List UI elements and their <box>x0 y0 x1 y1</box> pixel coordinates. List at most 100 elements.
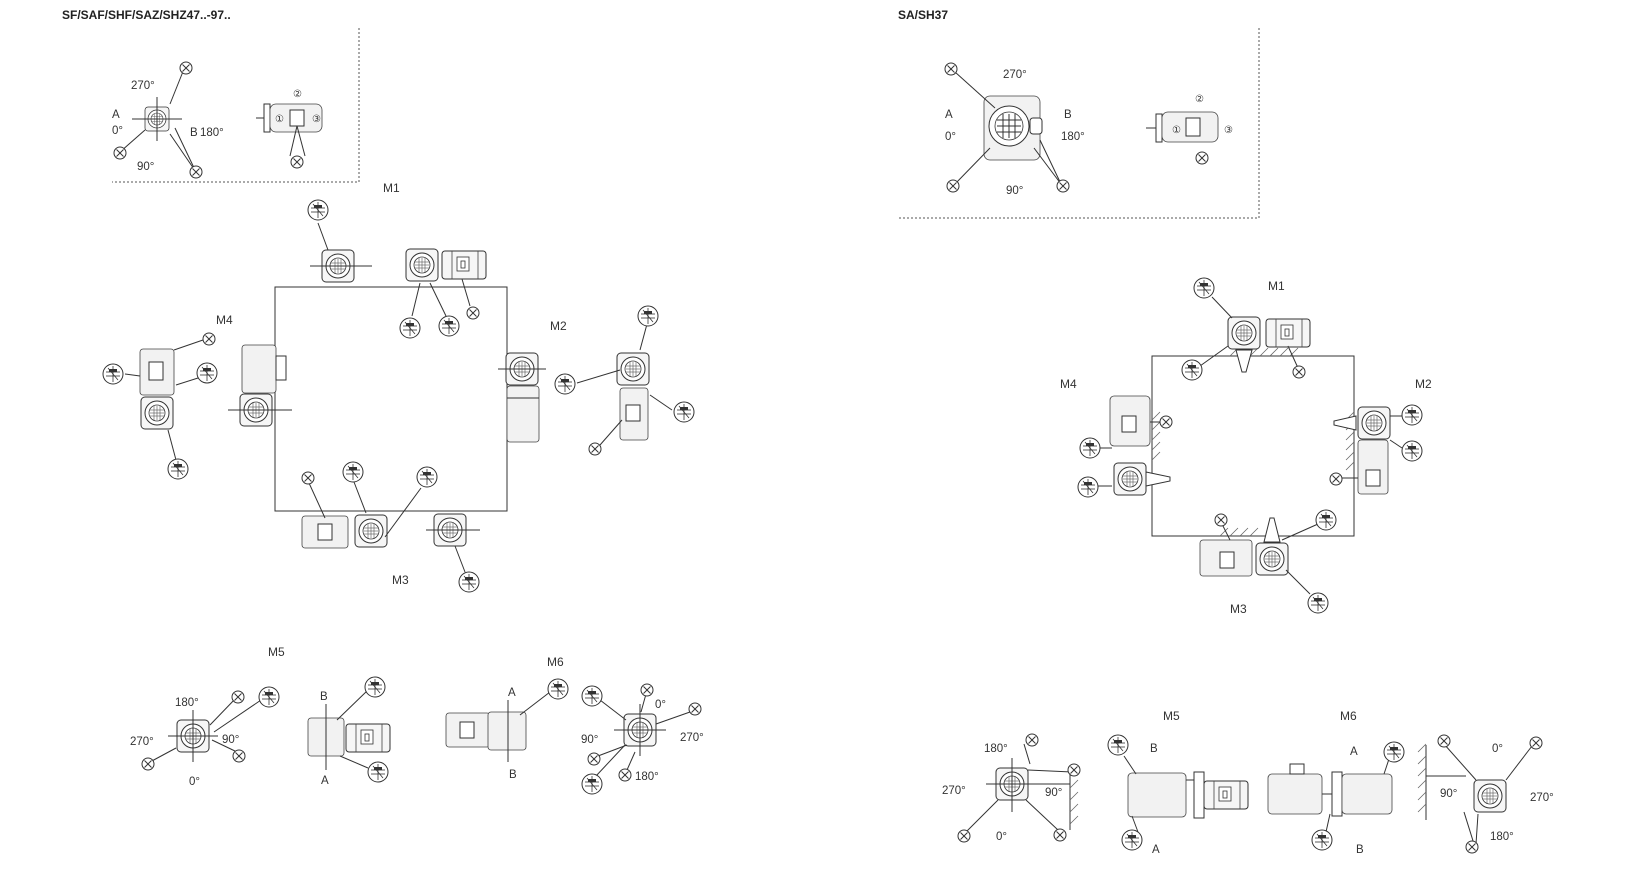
position-a-label: A <box>945 109 953 121</box>
position-a-label: A <box>1152 844 1160 856</box>
angle-0-label: 0° <box>945 131 956 143</box>
terminal-box-x-icon <box>189 165 203 179</box>
terminal-box-x-icon <box>1067 763 1081 777</box>
position-a-label: A <box>112 109 120 121</box>
angle-180-label: 180° <box>984 743 1008 755</box>
left-m4-group <box>102 332 292 480</box>
terminal-box-x-icon <box>1056 179 1070 193</box>
position-m2-label: M2 <box>1415 377 1432 391</box>
angle-0-label: 0° <box>112 125 123 137</box>
left-panel: SF/SAF/SHF/SAZ/SHZ47..-97.. 270° A 0° B … <box>62 8 704 795</box>
hatched-marker-icon <box>1315 509 1337 531</box>
terminal-box-x-icon <box>957 829 971 843</box>
right-panel-title: SA/SH37 <box>898 8 948 22</box>
terminal-box-x-icon <box>1214 513 1228 527</box>
hatched-marker-icon <box>581 685 603 707</box>
terminal-box-x-icon <box>290 155 304 169</box>
gearbox-icon <box>1255 542 1289 576</box>
hatched-marker-icon <box>1383 741 1405 763</box>
motor-icon <box>1203 780 1249 810</box>
left-inset-side-view: ① ② ③ <box>256 89 323 169</box>
right-m1-group <box>1181 277 1311 381</box>
position-b-label: B <box>1150 743 1158 755</box>
position-m5-label: M5 <box>268 645 285 659</box>
terminal-box-x-icon <box>1465 840 1479 854</box>
position-m5-label: M5 <box>1163 709 1180 723</box>
hatched-marker-icon <box>1307 592 1329 614</box>
position-a-label: A <box>321 775 329 787</box>
hatched-marker-icon <box>1193 277 1215 299</box>
left-m1-group <box>307 199 487 339</box>
angle-0-label: 0° <box>1492 743 1503 755</box>
angle-0-label: 0° <box>655 699 666 711</box>
terminal-box-x-icon <box>231 690 245 704</box>
position-a-label: A <box>508 687 516 699</box>
hatched-marker-icon <box>547 678 569 700</box>
angle-270-label: 270° <box>942 785 966 797</box>
position-m1-label: M1 <box>1268 279 1285 293</box>
hatched-marker-icon <box>1401 404 1423 426</box>
angle-90-label: 90° <box>137 161 154 173</box>
hatched-marker-icon <box>581 773 603 795</box>
hatched-marker-icon <box>364 676 386 698</box>
motor-icon <box>441 250 487 280</box>
gearbox-icon <box>1227 316 1261 350</box>
hatched-marker-icon <box>1181 359 1203 381</box>
hatched-marker-icon <box>1311 829 1333 851</box>
hatched-marker-icon <box>196 362 218 384</box>
item-1-label: ① <box>275 114 284 125</box>
angle-270-label: 270° <box>1003 69 1027 81</box>
position-b-label: B <box>1356 844 1364 856</box>
gearbox-icon <box>1473 779 1507 813</box>
terminal-box-x-icon <box>232 749 246 763</box>
position-a-label: A <box>1350 746 1358 758</box>
position-m1-label: M1 <box>383 181 400 195</box>
terminal-box-x-icon <box>618 768 632 782</box>
right-panel: SA/SH37 270° A 0° B 180° 90° <box>898 8 1554 856</box>
right-m5-group: 180° 270° 90° 0° B A <box>942 733 1249 856</box>
terminal-box-x-icon <box>587 752 601 766</box>
hatched-marker-icon <box>438 315 460 337</box>
item-2-label: ② <box>1195 94 1204 105</box>
motor-icon <box>345 723 391 753</box>
angle-0-label: 0° <box>996 831 1007 843</box>
angle-180-label: 180° <box>1061 131 1085 143</box>
right-m4-group <box>1077 395 1173 498</box>
terminal-box-x-icon <box>640 683 654 697</box>
terminal-box-x-icon <box>1159 415 1173 429</box>
left-panel-title: SF/SAF/SHF/SAZ/SHZ47..-97.. <box>62 8 231 22</box>
hatched-marker-icon <box>458 571 480 593</box>
position-m2-label: M2 <box>550 319 567 333</box>
angle-180-label: 180° <box>200 127 224 139</box>
angle-0-label: 0° <box>189 776 200 788</box>
position-m3-label: M3 <box>392 573 409 587</box>
hatched-marker-icon <box>258 686 280 708</box>
hatched-marker-icon <box>637 305 659 327</box>
right-mounting-wall <box>1151 355 1355 537</box>
right-inset-side-view: ① ② ③ <box>1146 94 1233 165</box>
angle-180-label: 180° <box>635 771 659 783</box>
hatched-marker-icon <box>399 317 421 339</box>
hatched-marker-icon <box>167 458 189 480</box>
position-b-label: B <box>509 769 517 781</box>
terminal-box-x-icon <box>301 471 315 485</box>
right-m3-group <box>1199 509 1337 614</box>
terminal-box-x-icon <box>1195 151 1209 165</box>
hatched-marker-icon <box>367 761 389 783</box>
hatched-marker-icon <box>554 373 576 395</box>
hatched-marker-icon <box>416 466 438 488</box>
terminal-box-x-icon <box>179 61 193 75</box>
terminal-box-x-icon <box>113 146 127 160</box>
position-b-label: B <box>1064 109 1072 121</box>
hatched-marker-icon <box>673 401 695 423</box>
angle-90-label: 90° <box>1045 787 1062 799</box>
terminal-box-x-icon <box>1053 828 1067 842</box>
position-m4-label: M4 <box>1060 377 1077 391</box>
angle-270-label: 270° <box>680 732 704 744</box>
gearbox-icon <box>405 248 439 282</box>
angle-180-label: 180° <box>175 697 199 709</box>
left-inset-front-view: 270° A 0° B 180° 90° <box>112 61 224 179</box>
gearbox-icon <box>616 352 650 386</box>
terminal-box-x-icon <box>946 179 960 193</box>
